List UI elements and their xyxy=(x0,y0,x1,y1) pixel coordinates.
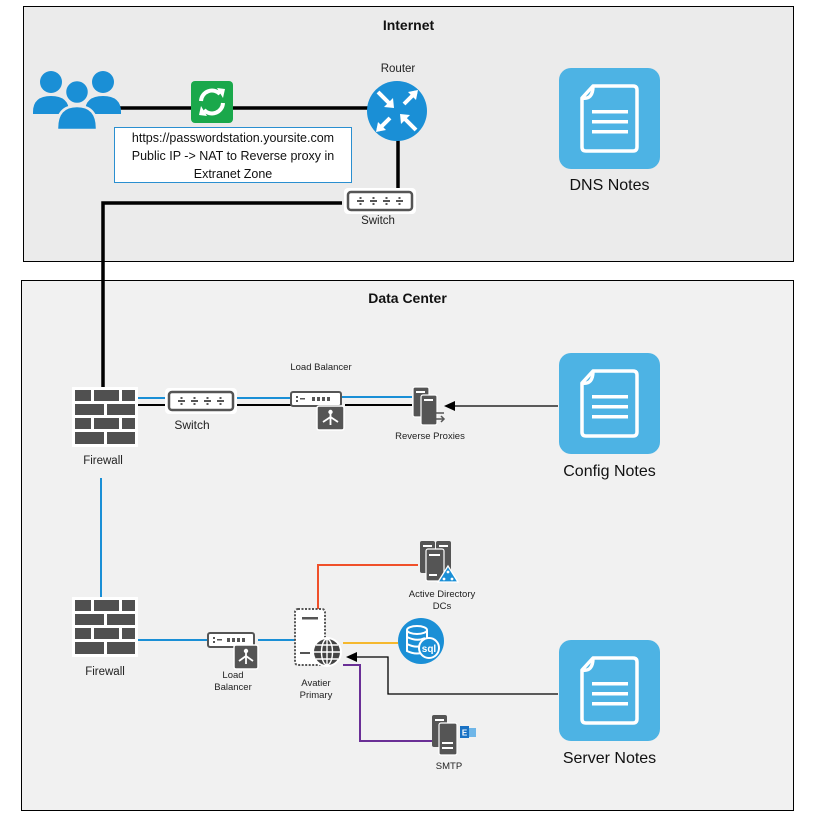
internet-switch-label: Switch xyxy=(361,215,395,227)
internet-switch-node[interactable] xyxy=(343,187,417,220)
reverse-proxy-server-icon xyxy=(412,386,446,426)
load-balancer-bottom-label-line2: Balancer xyxy=(214,682,252,693)
load-balancer-icon xyxy=(290,391,345,431)
callout-nat-text: Public IP -> NAT to Reverse proxy in xyxy=(131,149,335,163)
active-directory-node[interactable] xyxy=(418,540,460,589)
load-balancer-bottom-label-line1: Load xyxy=(222,670,244,681)
firewall-bottom-label: Firewall xyxy=(85,666,125,678)
active-directory-label-line1: Active Directory xyxy=(408,589,476,600)
avatier-primary-label: Avatier Primary xyxy=(288,678,344,702)
callout-zone-text: Extranet Zone xyxy=(193,167,273,181)
arrowhead-avatier xyxy=(346,652,357,662)
sql-database-icon: sql xyxy=(398,618,444,664)
document-icon xyxy=(559,68,660,169)
switch-icon xyxy=(165,388,237,414)
sync-icon xyxy=(191,81,233,123)
sql-node[interactable]: sql xyxy=(397,617,445,670)
load-balancer-top-label: Load Balancer xyxy=(290,362,352,373)
exchange-server-icon: E xyxy=(432,715,476,756)
data-center-zone-title: Data Center xyxy=(368,290,447,306)
dc-switch-label: Switch xyxy=(174,418,210,432)
router-icon xyxy=(367,81,427,141)
firewall-top-label: Firewall xyxy=(83,455,123,467)
config-notes-label: Config Notes xyxy=(563,463,656,480)
active-directory-label-line2: DCs xyxy=(432,601,452,612)
link-switch-firewall xyxy=(101,201,342,388)
link-server-notes-avatier xyxy=(354,656,558,695)
web-server-icon xyxy=(294,608,342,667)
load-balancer-icon xyxy=(207,632,259,670)
dc-switch-node[interactable] xyxy=(164,387,238,420)
load-balancer-bottom-label: Load Balancer xyxy=(208,670,258,694)
firewall-icon xyxy=(72,597,138,657)
load-balancer-top-node[interactable] xyxy=(290,391,346,436)
svg-text:E: E xyxy=(462,729,468,738)
nat-sync-node[interactable] xyxy=(191,81,233,128)
data-center-zone: Data Center xyxy=(21,280,794,811)
avatier-primary-label-line2: Primary xyxy=(299,690,333,701)
reverse-proxies-node[interactable] xyxy=(411,386,447,431)
smtp-label: SMTP xyxy=(435,761,463,772)
arrowhead-proxy xyxy=(444,401,455,411)
avatier-primary-label-line1: Avatier xyxy=(301,678,331,689)
document-icon xyxy=(559,353,660,454)
config-notes-node[interactable] xyxy=(559,353,660,459)
active-directory-server-icon xyxy=(420,541,460,583)
server-notes-node[interactable] xyxy=(559,640,660,746)
avatier-primary-node[interactable] xyxy=(294,608,346,673)
internet-zone-title: Internet xyxy=(382,17,435,33)
users-node[interactable] xyxy=(33,68,121,135)
reverse-proxies-label: Reverse Proxies xyxy=(395,431,465,442)
link-avatier-ad xyxy=(317,564,418,610)
callout-url: https://passwordstation.yoursite.com xyxy=(131,131,335,145)
switch-icon xyxy=(344,188,416,214)
active-directory-label: Active Directory DCs xyxy=(397,589,487,613)
router-node[interactable] xyxy=(366,80,428,147)
svg-text:sql: sql xyxy=(422,644,437,655)
firewall-bottom-node[interactable] xyxy=(72,597,138,662)
router-label: Router xyxy=(380,63,416,75)
load-balancer-bottom-node[interactable] xyxy=(207,632,263,677)
document-icon xyxy=(559,640,660,741)
smtp-node[interactable]: E xyxy=(430,714,478,763)
dns-notes-label: DNS Notes xyxy=(569,177,650,194)
users-icon xyxy=(33,71,121,132)
firewall-icon xyxy=(72,387,138,447)
server-notes-label: Server Notes xyxy=(562,750,657,767)
dns-notes-node[interactable] xyxy=(559,68,660,174)
nat-callout: https://passwordstation.yoursite.com Pub… xyxy=(114,127,352,183)
firewall-top-node[interactable] xyxy=(72,387,138,452)
link-avatier-smtp xyxy=(343,664,432,742)
